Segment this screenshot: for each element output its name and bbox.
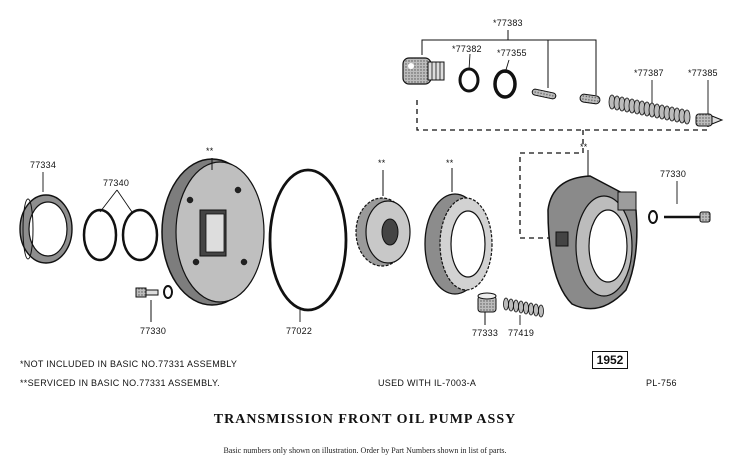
valve-77385: [695, 113, 724, 127]
note-used-with: USED WITH IL-7003-A: [378, 378, 477, 388]
screw-77330-right: [648, 210, 711, 224]
label-77330-left: 77330: [140, 326, 167, 336]
serviced-mark-housing: **: [580, 142, 588, 152]
year-box: 1952: [592, 351, 628, 369]
diagram-title: TRANSMISSION FRONT OIL PUMP ASSY: [213, 412, 517, 427]
label-77419: 77419: [508, 328, 535, 338]
label-77385: *77385: [688, 68, 718, 78]
label-77333: 77333: [472, 328, 499, 338]
pump-housing: [547, 150, 638, 310]
label-77022: 77022: [286, 326, 313, 336]
bushing-77333: [477, 292, 497, 325]
pump-body-plate: [161, 158, 265, 306]
o-ring-77022: [268, 168, 348, 312]
label-77340: 77340: [103, 178, 130, 188]
label-77330-right: 77330: [660, 169, 687, 179]
label-77334: 77334: [30, 160, 57, 170]
bracket-77383: [421, 30, 597, 95]
serviced-mark-drive-gear: **: [378, 158, 386, 168]
label-77383: *77383: [493, 18, 523, 28]
driven-gear: [424, 168, 493, 295]
washer-77382: [458, 67, 480, 93]
label-77387: *77387: [634, 68, 664, 78]
serviced-mark-body: **: [206, 146, 214, 156]
seal-ring-77355: [493, 69, 517, 99]
spring-77419: [503, 297, 544, 325]
valve-pins: [531, 88, 601, 105]
leader-lines-top: [42, 53, 709, 213]
relief-valve-plug: [402, 57, 445, 85]
drive-gear: [355, 170, 411, 267]
note-not-included: *NOT INCLUDED IN BASIC NO.77331 ASSEMBLY: [20, 359, 238, 369]
footer-note: Basic numbers only shown on illustration…: [223, 446, 507, 455]
note-serviced: **SERVICED IN BASIC NO.77331 ASSEMBLY.: [20, 378, 220, 388]
spring-77387: [608, 94, 691, 125]
plate-number: PL-756: [646, 378, 677, 388]
screw-77330-left: [135, 285, 173, 322]
oil-seal-77334: [19, 194, 73, 264]
ring-77340-b: [121, 208, 159, 262]
serviced-mark-driven-gear: **: [446, 158, 454, 168]
label-77382: *77382: [452, 44, 482, 54]
label-77355: *77355: [497, 48, 527, 58]
ring-77340-a: [82, 208, 118, 262]
